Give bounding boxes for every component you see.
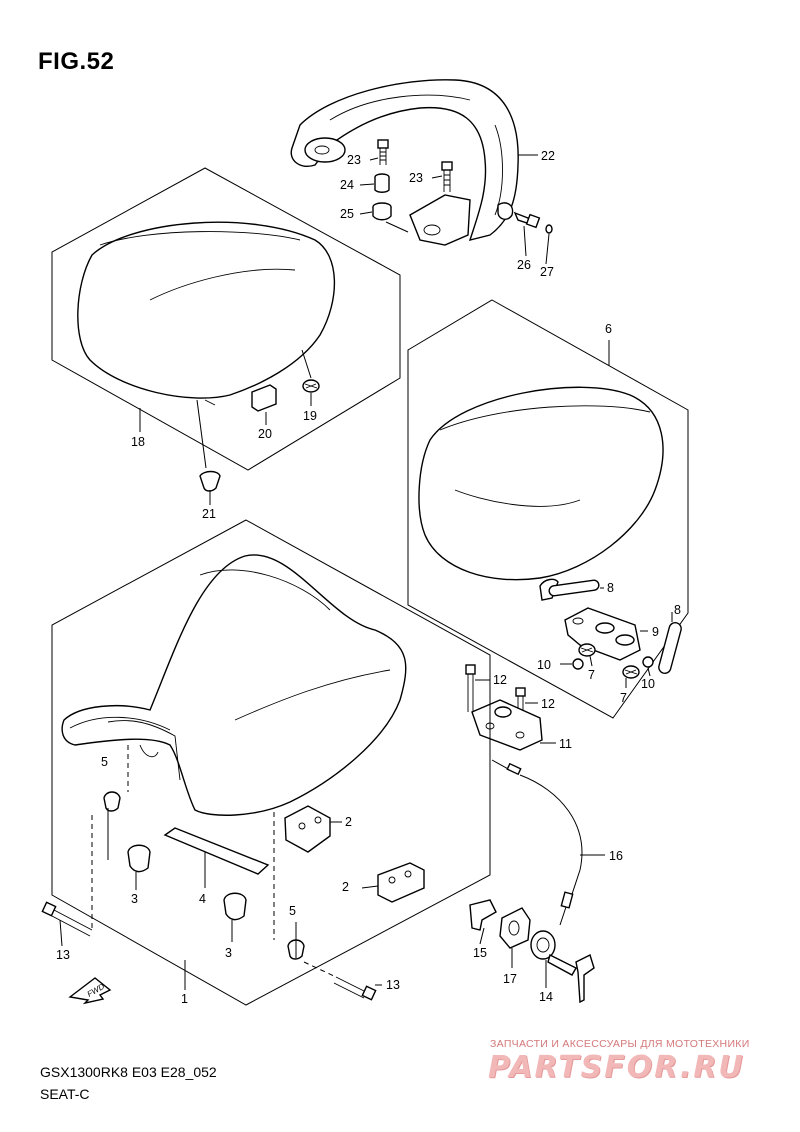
callout-1: 1 (181, 992, 188, 1006)
seat-main-frame (51, 519, 491, 1006)
watermark-caption: ЗАПЧАСТИ И АКСЕССУАРЫ ДЛЯ МОТОТЕХНИКИ (490, 1038, 750, 1050)
callout-23-left: 23 (347, 153, 361, 167)
bolt-23-left[interactable] (377, 139, 389, 165)
fwd-arrow-icon: FWD (68, 977, 112, 1005)
seat-cover-frame (407, 299, 689, 719)
callout-24: 24 (340, 178, 354, 192)
washer-27[interactable] (545, 224, 553, 234)
cushion-19[interactable] (302, 379, 320, 393)
callout-6: 6 (605, 322, 612, 336)
bracket-2-upper[interactable] (284, 805, 331, 853)
bolt-26[interactable] (513, 211, 541, 229)
callout-7-right: 7 (620, 691, 627, 705)
model-code: GSX1300RK8 E03 E28_052 (40, 1064, 217, 1080)
seat-cover-6[interactable] (418, 386, 664, 581)
seat-main-1[interactable] (61, 554, 407, 816)
lock-cover-17[interactable] (499, 907, 531, 949)
grommet-25[interactable] (372, 202, 392, 221)
callout-5-lower: 5 (289, 904, 296, 918)
seat-lock-14[interactable] (530, 930, 595, 1004)
callout-20: 20 (258, 427, 272, 441)
bolt-13-right[interactable] (333, 976, 377, 1001)
bolt-13-left[interactable] (41, 901, 93, 937)
callout-19: 19 (303, 409, 317, 423)
callout-23-right: 23 (409, 171, 423, 185)
leader-lines (59, 154, 673, 990)
callout-12-right: 12 (541, 697, 555, 711)
watermark-logo: PARTSFOR.RU (488, 1050, 745, 1085)
lock-clip-15[interactable] (469, 899, 497, 931)
section-name: SEAT-C (40, 1086, 90, 1102)
callout-10-right: 10 (641, 677, 655, 691)
pad-8-right[interactable] (657, 621, 682, 675)
callout-2-upper: 2 (345, 815, 352, 829)
damper-3-lower[interactable] (223, 892, 247, 921)
plate-4[interactable] (163, 827, 270, 875)
grab-rail[interactable] (290, 79, 519, 246)
callout-12-left: 12 (493, 673, 507, 687)
cushion-7-left[interactable] (578, 643, 596, 657)
callout-18: 18 (131, 435, 145, 449)
pad-8-upper[interactable] (539, 578, 600, 601)
lock-bracket-11[interactable] (471, 699, 543, 751)
cushion-7-right[interactable] (622, 665, 640, 679)
collar-24[interactable] (374, 173, 390, 193)
callout-26: 26 (517, 258, 531, 272)
callout-27: 27 (540, 265, 554, 279)
callout-labels: 22 23 23 24 25 26 27 18 20 19 21 6 8 9 8… (56, 149, 681, 1006)
callout-21: 21 (202, 507, 216, 521)
callout-10-left: 10 (537, 658, 551, 672)
figure-title: FIG.52 (38, 48, 115, 75)
callout-8-upper: 8 (607, 581, 614, 595)
bracket-9[interactable] (564, 607, 641, 661)
seat-pillion-18[interactable] (77, 221, 336, 406)
callout-25: 25 (340, 207, 354, 221)
callout-15: 15 (473, 946, 487, 960)
bolt-23-right[interactable] (441, 161, 453, 192)
callout-5-upper: 5 (101, 755, 108, 769)
grommet-5-upper[interactable] (103, 791, 121, 812)
callout-14: 14 (539, 990, 553, 1004)
callout-22: 22 (541, 149, 555, 163)
callout-7-left: 7 (588, 668, 595, 682)
callout-11: 11 (559, 737, 572, 751)
callout-13-right: 13 (386, 978, 400, 992)
callout-9: 9 (652, 625, 659, 639)
pad-20[interactable] (251, 384, 277, 412)
callout-3-upper: 3 (131, 892, 138, 906)
seat-pillion-frame (51, 167, 401, 471)
seat-lock-cable-16[interactable] (491, 759, 583, 926)
callout-17: 17 (503, 972, 517, 986)
callout-4: 4 (199, 892, 206, 906)
callout-16: 16 (609, 849, 623, 863)
washer-10-left[interactable] (572, 658, 584, 670)
callout-8-right: 8 (674, 603, 681, 617)
damper-3-upper[interactable] (127, 844, 151, 873)
callout-3-lower: 3 (225, 946, 232, 960)
bracket-2-lower[interactable] (377, 862, 425, 903)
callout-2-lower: 2 (342, 880, 349, 894)
callout-13-left: 13 (56, 948, 70, 962)
washer-10-right[interactable] (642, 656, 654, 668)
bolt-12-left[interactable] (465, 664, 476, 712)
cushion-21[interactable] (199, 470, 221, 492)
